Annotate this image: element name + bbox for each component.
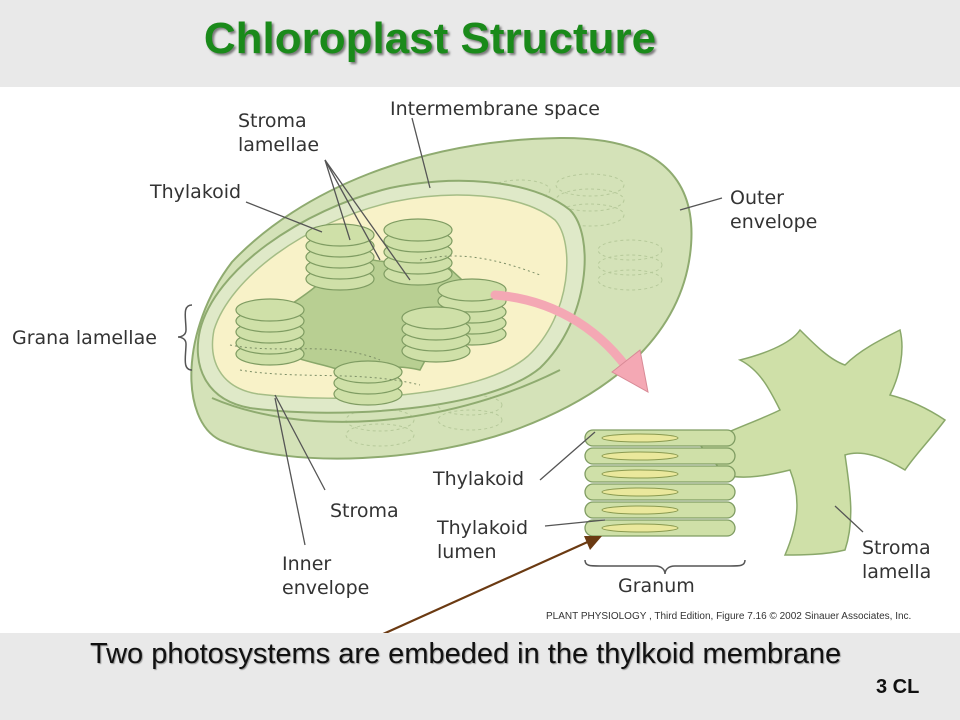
thylakoid-lumen: [601, 469, 679, 479]
magnification-arrow: [490, 290, 637, 380]
grana-lamellae-brace: [177, 304, 193, 371]
granum-disc: [333, 360, 403, 384]
label-thylakoid-top: Thylakoid: [149, 181, 241, 203]
granum-brace: [584, 559, 746, 575]
label-thylakoid-right: Thylakoid: [432, 468, 524, 490]
thylakoid-lumen: [601, 487, 679, 497]
label-granum: Granum: [618, 575, 695, 597]
annotation-arrow-head: [584, 536, 602, 550]
stroma-lamella-shape: [698, 328, 947, 556]
slide-title: Chloroplast Structure: [203, 14, 657, 63]
granum-disc: [235, 298, 305, 322]
label-intermembrane-space: Intermembrane space: [390, 98, 600, 120]
magnification-arrow-head: [611, 349, 649, 393]
grana-stacks: [235, 218, 507, 406]
figure-credit: PLANT PHYSIOLOGY , Third Edition, Figure…: [546, 611, 912, 622]
annotation-arrow: [382, 538, 593, 633]
slide-caption: Two photosystems are embeded in the thyl…: [90, 638, 842, 670]
slide-number: 3 CL: [876, 676, 920, 698]
label-grana-lamellae: Grana lamellae: [12, 327, 157, 349]
granum-disc: [401, 306, 471, 330]
granum-enlarged: [584, 429, 736, 537]
granum-disc: [437, 278, 507, 302]
label-stroma: Stroma: [330, 500, 399, 522]
thylakoid-lumen: [601, 433, 679, 443]
granum-disc: [383, 218, 453, 242]
thylakoid-lumen: [601, 451, 679, 461]
thylakoid-lumen: [601, 505, 679, 515]
granum-disc: [305, 223, 375, 247]
thylakoid-lumen: [601, 523, 679, 533]
